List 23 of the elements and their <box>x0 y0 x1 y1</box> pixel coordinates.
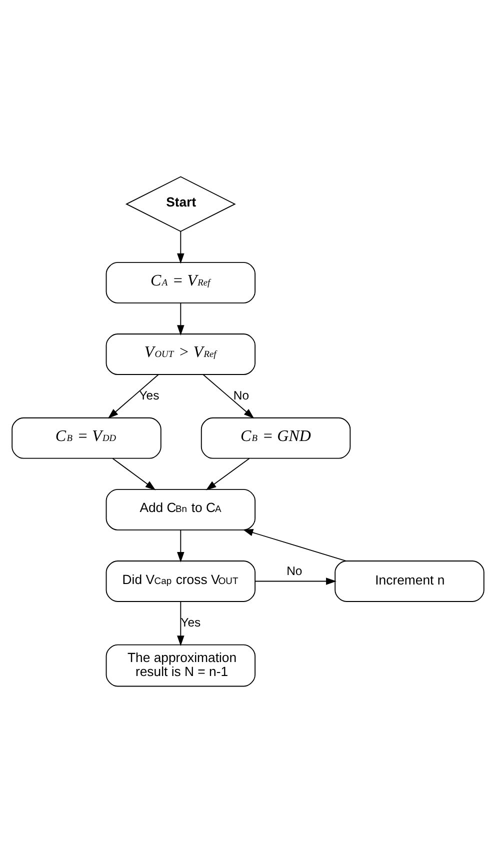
node-box: CA = VRef <box>106 262 256 303</box>
edge-label: Yes <box>139 388 160 402</box>
arrow <box>108 374 159 418</box>
arrow <box>177 230 184 264</box>
edge-label: Yes <box>180 614 201 629</box>
node-box: CB = VDD <box>12 416 162 458</box>
arrow <box>202 374 254 418</box>
node-box: Did VCap cross VOUT <box>106 560 256 602</box>
node-box: The approximation result is N = n-1 <box>106 644 256 686</box>
node-box: Add CBn to CA <box>106 488 256 530</box>
node-box: Increment n <box>334 560 484 602</box>
arrow <box>242 528 346 561</box>
arrow <box>177 302 184 335</box>
arrow <box>206 457 250 490</box>
edge-label: No <box>233 388 250 402</box>
node-box: CB = GND <box>200 416 351 458</box>
arrow <box>254 577 336 584</box>
edge-label: No <box>286 564 302 578</box>
arrow <box>177 600 184 646</box>
arrow <box>112 457 156 490</box>
arrow <box>177 529 184 562</box>
node-diamond: Start <box>125 176 236 232</box>
node-box: VOUT > VRef <box>106 333 256 374</box>
